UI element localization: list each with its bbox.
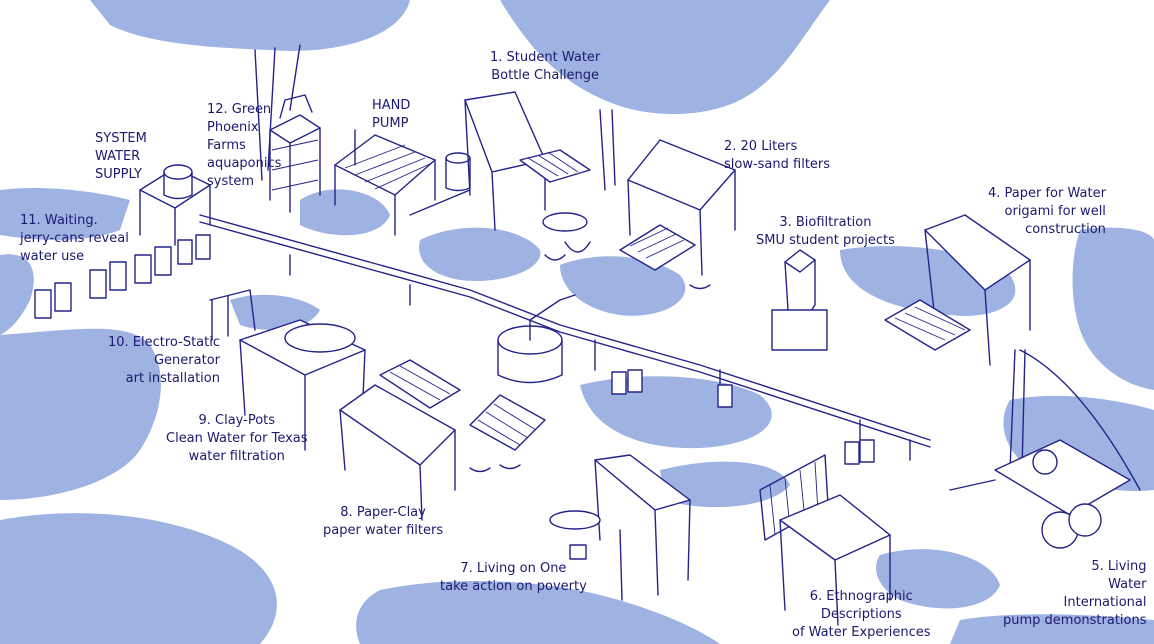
- label-6-line-3: of Water Experiences: [792, 625, 931, 640]
- label-3-biofiltration: 3. Biofiltration SMU student projects: [756, 214, 895, 250]
- label-1-line-2: Bottle Challenge: [491, 68, 600, 83]
- label-system-water-line-1: SYSTEM: [95, 131, 147, 146]
- label-5-living-water-international: 5. Living Water International pump demon…: [1003, 558, 1147, 630]
- label-10-electro-static-generator: 10. Electro-Static Generator art install…: [108, 334, 220, 388]
- label-8-line-2: paper water filters: [323, 523, 444, 538]
- booth-7-tent: [549, 454, 691, 601]
- label-4-line-1: 4. Paper for Water: [988, 186, 1106, 201]
- label-2-20-liters: 2. 20 Liters slow-sand filters: [724, 138, 830, 174]
- label-11-waiting-jerry-cans: 11. Waiting. jerry-cans reveal water use: [20, 212, 129, 266]
- label-1-student-water-bottle-challenge: 1. Student Water Bottle Challenge: [490, 49, 600, 85]
- pump-trailer: [949, 349, 1141, 549]
- label-3-line-1: 3. Biofiltration: [779, 215, 872, 230]
- water-jugs: [611, 369, 875, 465]
- label-1-line-1: 1. Student Water: [490, 50, 601, 65]
- label-12-line-5: system: [207, 174, 254, 189]
- booth-8-table: [469, 394, 546, 473]
- label-9-line-2: Clean Water for Texas: [166, 431, 308, 446]
- label-5-line-3: International: [1063, 595, 1147, 610]
- label-12-line-4: aquaponics: [207, 156, 282, 171]
- system-water-tank: [139, 164, 211, 246]
- label-12-line-3: Farms: [207, 138, 246, 153]
- label-4-line-2: origami for well: [1004, 204, 1106, 219]
- booth-9-tent: [339, 359, 461, 521]
- label-9-line-1: 9. Clay-Pots: [198, 413, 276, 428]
- booth-1-tent: [464, 91, 591, 261]
- booth-10-tent: [209, 289, 366, 451]
- label-11-line-2: jerry-cans reveal: [20, 231, 129, 246]
- jerry-cans: [34, 234, 211, 319]
- label-12-line-1: 12. Green: [207, 102, 272, 117]
- label-3-line-2: SMU student projects: [756, 233, 895, 248]
- label-8-line-1: 8. Paper-Clay: [340, 505, 426, 520]
- label-12-green-phoenix-farms: 12. Green Phoenix Farms aquaponics syste…: [207, 101, 281, 191]
- aquaponics-tower: [269, 94, 321, 213]
- label-4-paper-for-water: 4. Paper for Water origami for well cons…: [988, 185, 1106, 239]
- label-11-line-3: water use: [20, 249, 85, 264]
- label-2-line-1: 2. 20 Liters: [724, 139, 798, 154]
- label-8-paper-clay: 8. Paper-Clay paper water filters: [323, 504, 443, 540]
- label-9-clay-pots: 9. Clay-Pots Clean Water for Texas water…: [166, 412, 308, 466]
- booth-6-tent: [759, 454, 891, 626]
- label-5-line-1: 5. Living: [1091, 559, 1147, 574]
- hand-pump-shed: [334, 129, 471, 236]
- central-tank: [497, 294, 576, 384]
- label-2-line-2: slow-sand filters: [724, 157, 831, 172]
- label-7-line-2: take action on poverty: [440, 579, 587, 594]
- booth-2-tent: [619, 139, 736, 290]
- water-pipe: [199, 214, 931, 461]
- label-10-line-3: art installation: [125, 371, 220, 386]
- label-5-line-4: pump demonstrations: [1003, 613, 1147, 628]
- label-7-line-1: 7. Living on One: [460, 561, 567, 576]
- label-hand-pump-line-2: PUMP: [372, 116, 409, 131]
- label-6-line-1: 6. Ethnographic: [809, 589, 913, 604]
- label-7-living-on-one: 7. Living on One take action on poverty: [440, 560, 587, 596]
- label-system-water-line-2: WATER: [95, 149, 141, 164]
- label-4-line-3: construction: [1025, 222, 1106, 237]
- booth-4-tent: [884, 214, 1031, 366]
- biofiltration-tower: [771, 249, 828, 351]
- label-12-line-2: Phoenix: [207, 120, 259, 135]
- tree-trunks: [254, 44, 616, 191]
- label-11-line-1: 11. Waiting.: [20, 213, 98, 228]
- label-hand-pump-line-1: HAND: [372, 98, 411, 113]
- label-10-line-1: 10. Electro-Static: [108, 335, 220, 350]
- label-system-water-supply: SYSTEM WATER SUPPLY: [95, 130, 147, 184]
- label-system-water-line-3: SUPPLY: [95, 167, 142, 182]
- label-9-line-3: water filtration: [188, 449, 285, 464]
- label-hand-pump: HAND PUMP: [372, 97, 410, 133]
- label-6-line-2: Descriptions: [820, 607, 902, 622]
- label-5-line-2: Water: [1108, 577, 1147, 592]
- label-10-line-2: Generator: [153, 353, 220, 368]
- label-6-ethnographic-descriptions: 6. Ethnographic Descriptions of Water Ex…: [792, 588, 931, 642]
